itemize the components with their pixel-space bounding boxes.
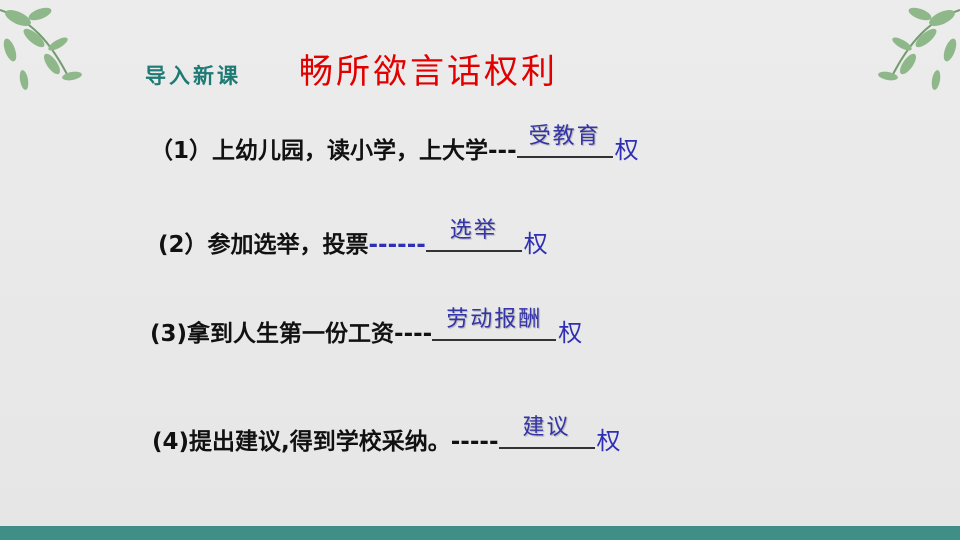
answer-blank: 选举 bbox=[425, 218, 522, 252]
bottom-strip bbox=[0, 526, 960, 540]
answer-text: 建议 bbox=[522, 415, 571, 440]
leaf-branch-icon bbox=[878, 7, 960, 90]
slide-title: 畅所欲言话权利 bbox=[299, 52, 558, 92]
answer-text: 选举 bbox=[449, 218, 498, 243]
answer-suffix: 权 bbox=[558, 319, 583, 347]
answer-text: 劳动报酬 bbox=[446, 307, 543, 332]
question-dashes: ------ bbox=[368, 232, 426, 258]
section-label: 导入新课 bbox=[145, 63, 241, 88]
answer-suffix: 权 bbox=[523, 230, 548, 258]
question-item: (4)提出建议,得到学校采纳。----- 建议权 bbox=[152, 415, 621, 456]
question-item: (2）参加选举，投票------ 选举权 bbox=[158, 218, 548, 259]
question-item: (3)拿到人生第一份工资---- 劳动报酬权 bbox=[150, 307, 583, 348]
answer-blank: 受教育 bbox=[516, 124, 613, 158]
slide-header: 导入新课 畅所欲言话权利 bbox=[145, 44, 558, 93]
answer-suffix: 权 bbox=[596, 427, 621, 455]
question-prompt: （1）上幼儿园，读小学，上大学 bbox=[150, 138, 489, 164]
question-item: （1）上幼儿园，读小学，上大学--- 受教育权 bbox=[150, 124, 639, 165]
question-dashes: ----- bbox=[450, 429, 499, 455]
question-dashes: --- bbox=[488, 138, 517, 164]
question-prompt: (3)拿到人生第一份工资 bbox=[150, 321, 395, 347]
question-prompt: (2）参加选举，投票 bbox=[158, 232, 369, 258]
answer-suffix: 权 bbox=[614, 136, 639, 164]
question-dashes: ---- bbox=[394, 321, 433, 347]
leaf-branch-icon bbox=[0, 7, 82, 90]
question-prompt: (4)提出建议,得到学校采纳。 bbox=[152, 429, 451, 455]
answer-text: 受教育 bbox=[528, 124, 601, 149]
answer-blank: 建议 bbox=[498, 415, 595, 449]
answer-blank: 劳动报酬 bbox=[432, 307, 557, 341]
